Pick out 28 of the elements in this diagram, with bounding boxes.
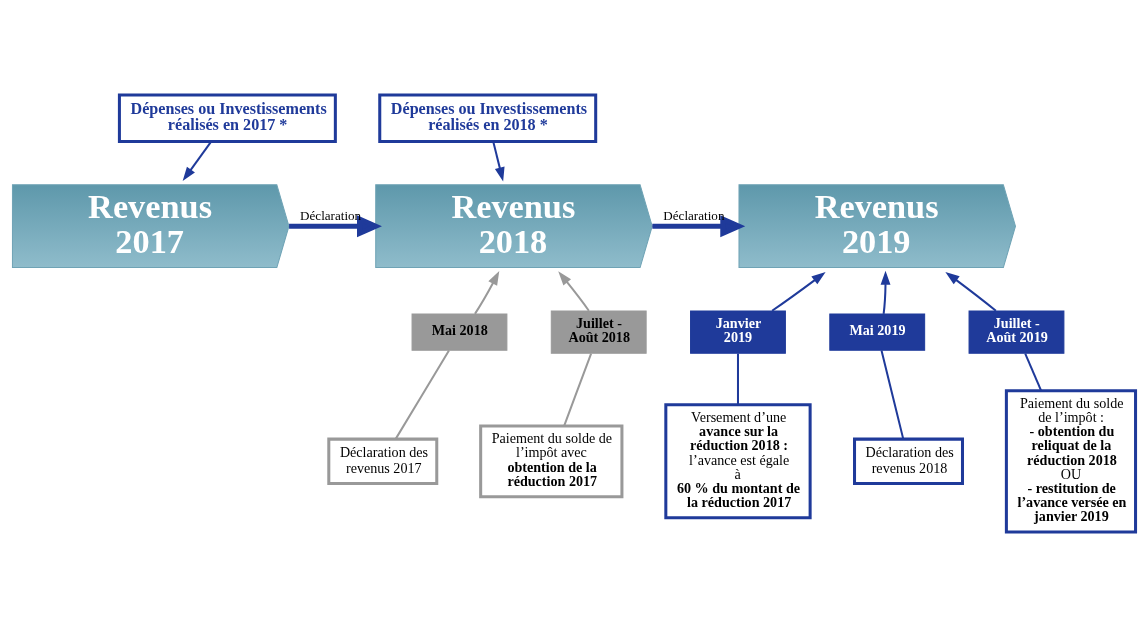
node-box: Déclaration des revenus 2017 [327, 437, 439, 485]
arrow [880, 270, 891, 314]
connector [394, 349, 450, 439]
node-box: Dépenses ou Investissements réalisés en 2017 * [117, 93, 337, 143]
connector [1024, 352, 1043, 391]
arrow [652, 214, 746, 237]
node-box: Mai 2018 [411, 313, 508, 351]
node-box: Paiement du solde de l’impôt : - obtention du reliquat de la réduction 2018 OU - restitution de l’avance versée en janvier 2019 [1004, 388, 1138, 533]
arrow [182, 140, 213, 181]
node-box: Juillet - Août 2019 [968, 309, 1065, 354]
arrow [289, 214, 382, 237]
node-box: Versement d’une avance sur la réduction 2018 : l’avance est égale à 60 % du montant de la réduction 2017 [664, 402, 812, 519]
connector [880, 349, 905, 439]
arrow [474, 270, 500, 314]
arrow [492, 140, 505, 182]
node-box: Juillet - Août 2018 [550, 309, 647, 354]
node-box: Dépenses ou Investissements réalisés en 2018 * [378, 93, 598, 143]
node-box: Paiement du solde de l’impôt avec obtention de la réduction 2017 [479, 424, 624, 498]
node-box: Déclaration des revenus 2018 [853, 437, 964, 485]
edge-label: Déclaration [663, 207, 725, 223]
arrow [558, 270, 590, 311]
edge-label: Déclaration [300, 207, 362, 223]
node-box: Mai 2019 [829, 313, 926, 351]
node-box: Janvier 2019 [690, 309, 786, 354]
arrow [945, 271, 997, 312]
connector [736, 353, 739, 405]
arrow [771, 271, 826, 312]
connector [563, 352, 593, 426]
